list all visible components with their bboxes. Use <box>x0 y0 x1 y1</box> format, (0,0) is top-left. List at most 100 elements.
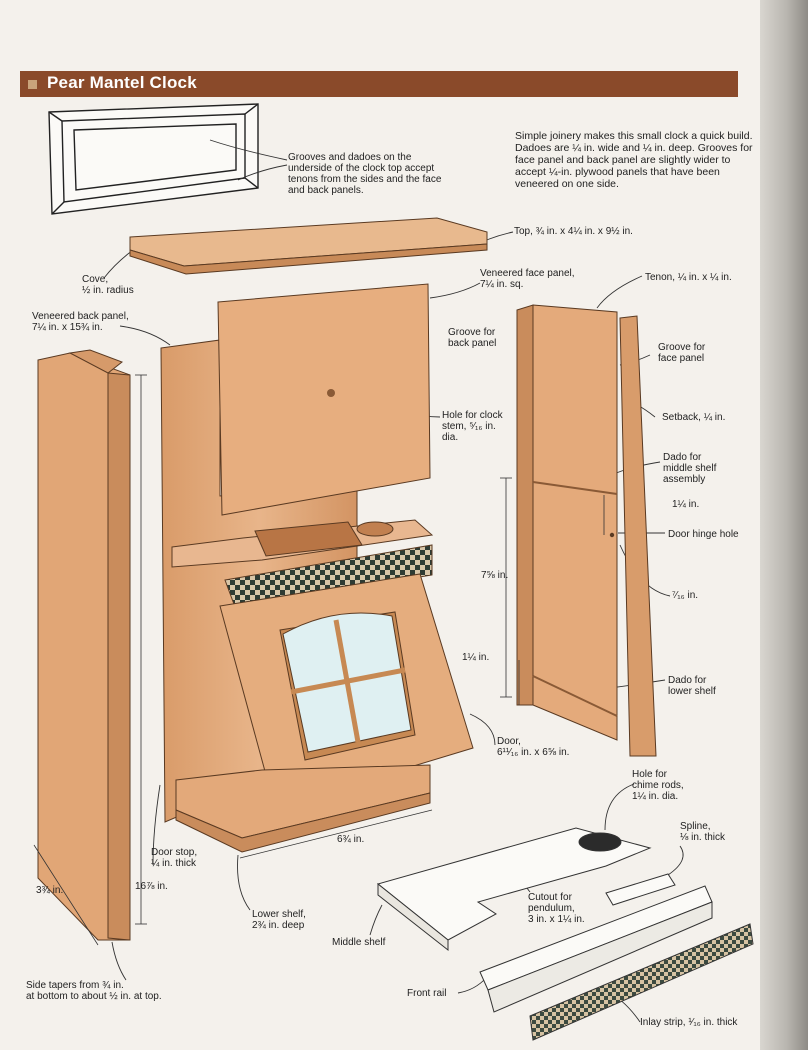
label-dado-middle: Dado for middle shelf assembly <box>663 452 716 485</box>
title-square-icon <box>28 80 37 89</box>
label-line: ⁷⁄₁₆ in. <box>672 590 699 601</box>
label-inlay-strip: Inlay strip, ¹⁄₁₆ in. thick <box>640 1017 737 1028</box>
label-line: ⅛ in. thick <box>680 832 726 843</box>
note-line: veneered on one side. <box>515 178 619 190</box>
label-line: 7⅝ in. <box>481 570 509 581</box>
label-line: tenons from the sides and the face <box>288 174 442 185</box>
intro-note: Simple joinery makes this small clock a … <box>515 130 755 190</box>
label-dado-lower: Dado for lower shelf <box>668 675 716 697</box>
label-line: Dado for <box>668 675 707 686</box>
label-dim-3-34: 3¾ in. <box>36 885 63 896</box>
note-line: Simple joinery makes this small clock a … <box>515 130 753 142</box>
top-underside-detail <box>48 103 259 215</box>
label-line: underside of the clock top accept <box>288 163 435 174</box>
label-line: Lower shelf, <box>252 909 306 920</box>
label-line: 7¼ in. sq. <box>480 279 524 290</box>
label-line: middle shelf <box>663 463 717 474</box>
label-dim-1-25b: 1¼ in. <box>462 652 489 663</box>
left-side <box>37 349 131 941</box>
label-middle-shelf: Middle shelf <box>332 937 385 948</box>
label-line: Cutout for <box>528 892 572 903</box>
label-line: at bottom to about ½ in. at top. <box>26 991 162 1002</box>
front-rail <box>479 885 713 1013</box>
label-line: and back panels. <box>288 185 364 196</box>
label-line: Front rail <box>407 988 447 999</box>
middle-shelf-exploded <box>376 827 652 952</box>
label-line: Top, ¾ in. x 4¼ in. x 9½ in. <box>514 226 633 237</box>
label-line: Cove, <box>82 274 109 285</box>
label-line: 1¼ in. <box>672 499 700 510</box>
label-line: 7¼ in. x 15¾ in. <box>32 322 103 333</box>
label-back-panel: Veneered back panel, 7¼ in. x 15¾ in. <box>32 311 129 333</box>
lower-shelf <box>175 764 431 853</box>
label-door-hinge: Door hinge hole <box>668 529 739 540</box>
inlay-strip <box>529 923 754 1041</box>
label-groove-back: Groove for back panel <box>448 327 496 349</box>
label-line: Hole for <box>632 769 668 780</box>
dimension-lines <box>33 374 605 946</box>
label-dim-7-16: ⁷⁄₁₆ in. <box>672 590 698 601</box>
label-line: Side tapers from ¾ in. <box>26 980 124 991</box>
label-door-stop: Door stop, ¼ in. thick <box>151 847 197 869</box>
label-line: 3 in. x 1¼ in. <box>528 914 585 925</box>
label-line: Door, <box>497 736 521 747</box>
title-bar: Pear Mantel Clock <box>20 71 738 97</box>
label-line: 6¹¹⁄₁₆ in. x 6⅝ in. <box>497 747 570 758</box>
label-line: Setback, ¼ in. <box>662 412 726 423</box>
label-cove: Cove, ½ in. radius <box>82 274 134 296</box>
label-line: Grooves and dadoes on the <box>288 152 412 163</box>
label-line: Groove for <box>448 327 496 338</box>
label-line: Door stop, <box>151 847 198 858</box>
label-line: chime rods, <box>632 780 684 791</box>
label-cutout: Cutout for pendulum, 3 in. x 1¼ in. <box>528 892 585 925</box>
label-line: Tenon, ¼ in. x ¼ in. <box>645 272 732 283</box>
label-line: Veneered face panel, <box>480 268 575 279</box>
label-top: Top, ¾ in. x 4¼ in. x 9½ in. <box>514 226 633 237</box>
label-line: Door hinge hole <box>668 529 739 540</box>
spline <box>605 873 676 906</box>
label-line: ¼ in. thick <box>151 858 197 869</box>
label-line: Veneered back panel, <box>32 311 129 322</box>
note-line: accept ¼-in. plywood panels that have be… <box>515 166 720 178</box>
label-door: Door, 6¹¹⁄₁₆ in. x 6⅝ in. <box>497 736 569 758</box>
label-line: Inlay strip, ¹⁄₁₆ in. thick <box>640 1017 738 1028</box>
middle-shelf-assembly <box>171 519 434 608</box>
label-line: stem, ⁵⁄₁₆ in. <box>442 421 496 432</box>
label-line: dia. <box>442 432 459 443</box>
clock-top <box>129 217 488 275</box>
label-line: lower shelf <box>668 686 716 697</box>
label-hole-stem: Hole for clock stem, ⁵⁄₁₆ in. dia. <box>442 410 503 443</box>
label-line: 3¾ in. <box>36 885 64 896</box>
label-line: 1¼ in. <box>462 652 490 663</box>
label-dim-1-25a: 1¼ in. <box>672 499 699 510</box>
label-spline: Spline, ⅛ in. thick <box>680 821 725 843</box>
note-line: Dadoes are ¼ in. wide and ¼ in. deep. Gr… <box>515 142 753 154</box>
right-side <box>516 304 657 757</box>
face-panel <box>217 283 431 516</box>
label-line: assembly <box>663 474 706 485</box>
label-grooves: Grooves and dadoes on the underside of t… <box>288 152 441 196</box>
door-hinge-hole <box>609 532 615 538</box>
label-tenon: Tenon, ¼ in. x ¼ in. <box>645 272 732 283</box>
label-groove-face: Groove for face panel <box>658 342 705 364</box>
label-dim-6-34: 6¾ in. <box>337 834 364 845</box>
door <box>219 573 474 809</box>
label-line: 16⅞ in. <box>135 881 168 892</box>
label-line: 6¾ in. <box>337 834 365 845</box>
label-line: Hole for clock <box>442 410 503 421</box>
label-line: 2¾ in. deep <box>252 920 305 931</box>
label-dim-7-58: 7⅝ in. <box>481 570 508 581</box>
label-line: Groove for <box>658 342 706 353</box>
note-line: face panel and back panel are slightly w… <box>515 154 731 166</box>
label-line: face panel <box>658 353 705 364</box>
label-lower-shelf: Lower shelf, 2¾ in. deep <box>252 909 306 931</box>
label-hole-chime: Hole for chime rods, 1¼ in. dia. <box>632 769 684 802</box>
label-line: pendulum, <box>528 903 575 914</box>
label-setback: Setback, ¼ in. <box>662 412 725 423</box>
label-side-tapers: Side tapers from ¾ in. at bottom to abou… <box>26 980 162 1002</box>
label-line: Middle shelf <box>332 937 386 948</box>
label-line: Spline, <box>680 821 711 832</box>
label-line: ½ in. radius <box>82 285 134 296</box>
clock-stem-hole <box>327 389 335 397</box>
